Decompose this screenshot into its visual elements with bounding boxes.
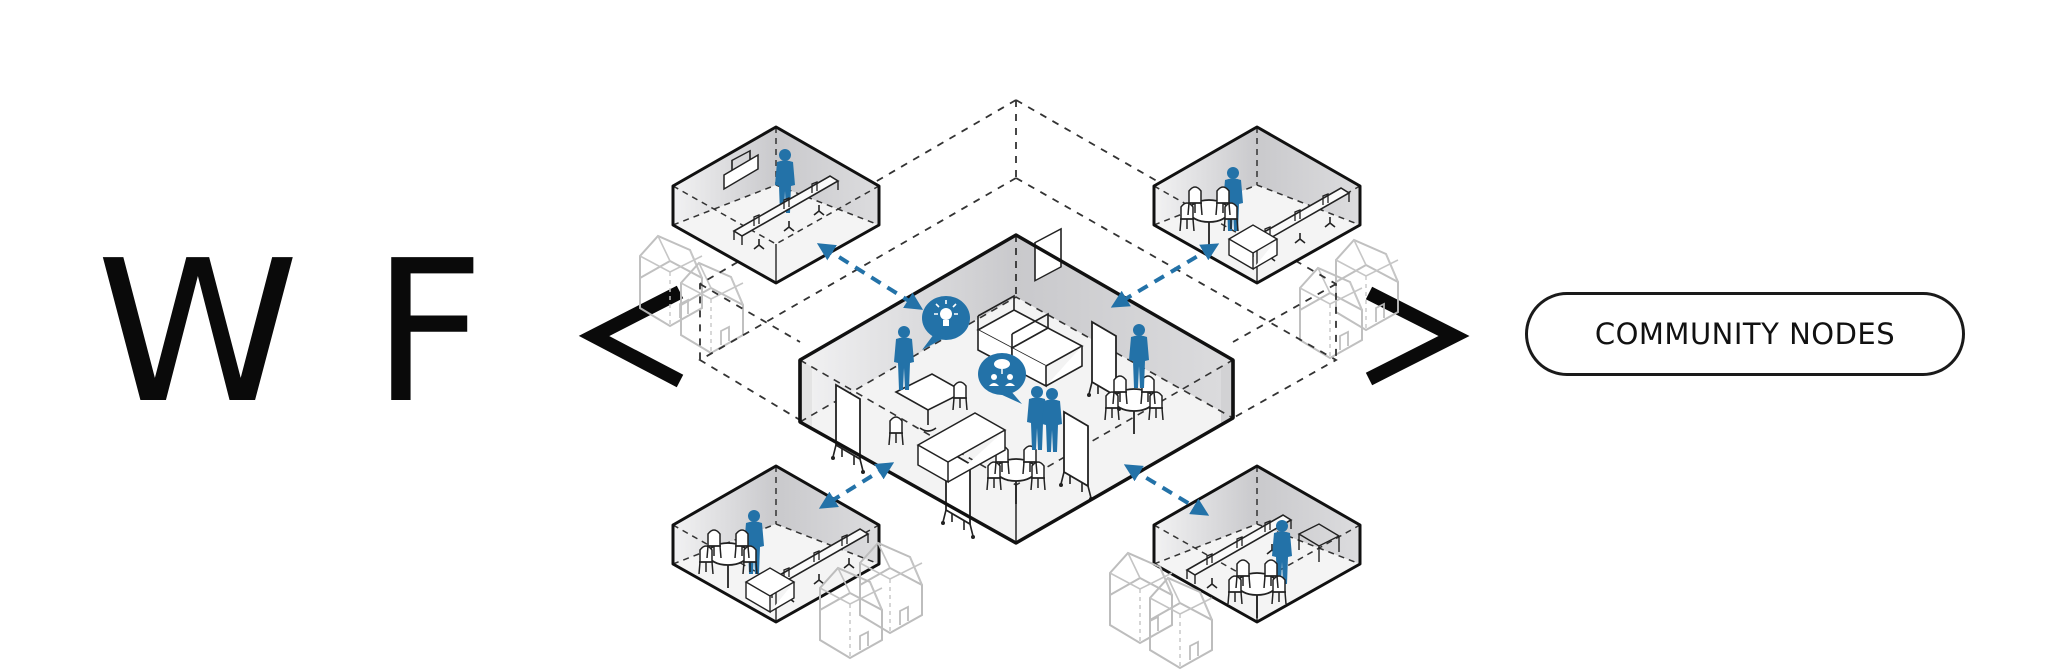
arrow-hub-bottom-right (1123, 464, 1210, 516)
node-bottom-right (1152, 464, 1362, 624)
left-bracket-glyph (578, 285, 684, 388)
brand-letter-f: F (372, 219, 485, 447)
arrow-hub-bottom-left (818, 462, 895, 509)
connection-arrows (816, 243, 1220, 516)
arrow-hub-top-right (1110, 243, 1220, 308)
arrow-hub-top-left (816, 243, 924, 310)
node-top-right (1152, 125, 1362, 285)
outer-dashed-frame (698, 99, 1338, 421)
hub-box (798, 227, 1235, 545)
idea-bubble-icon (922, 296, 970, 350)
node-top-left (671, 125, 881, 285)
community-nodes-text: COMMUNITY NODES (1594, 317, 1896, 351)
collaboration-bubble-icon (978, 353, 1026, 404)
community-nodes-label: COMMUNITY NODES (1525, 292, 1965, 376)
brand-letter-w: W (96, 219, 300, 447)
